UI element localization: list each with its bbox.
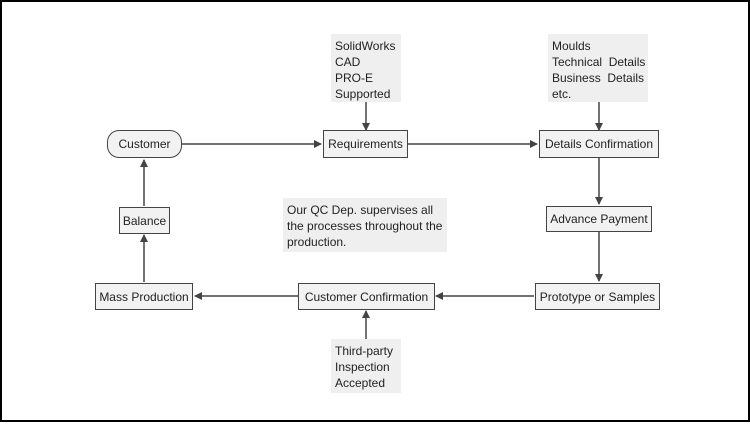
details-note-line: Technical Details: [552, 55, 646, 69]
node-mass-production: Mass Production: [95, 283, 193, 310]
inspection-note-line: Accepted: [335, 376, 386, 390]
qc-note-line: Our QC Dep. supervises all: [287, 203, 434, 217]
node-prototype-samples-label: Prototype or Samples: [539, 289, 656, 304]
node-advance-payment: Advance Payment: [546, 206, 652, 232]
node-requirements: Requirements: [323, 130, 408, 158]
details-note: Moulds Technical Details Business Detail…: [548, 34, 648, 102]
details-note-line: etc.: [552, 87, 572, 101]
software-note-line: SolidWorks: [335, 39, 396, 53]
node-advance-payment-label: Advance Payment: [550, 212, 648, 226]
inspection-note: Third-party Inspection Accepted: [331, 339, 401, 393]
details-note-line: Business Details: [552, 71, 645, 85]
node-requirements-label: Requirements: [328, 137, 403, 151]
node-mass-production-label: Mass Production: [99, 289, 189, 304]
node-balance-label: Balance: [122, 213, 167, 228]
node-customer: Customer: [107, 130, 182, 158]
node-details-confirmation-label: Details Confirmation: [544, 137, 654, 151]
qc-note: Our QC Dep. supervises all the processes…: [283, 198, 447, 252]
node-customer-confirmation-label: Customer Confirmation: [304, 289, 429, 304]
node-customer-confirmation: Customer Confirmation: [298, 283, 435, 310]
software-note: SolidWorks CAD PRO-E Supported: [331, 34, 401, 102]
qc-note-line: the processes throughout the: [287, 219, 443, 233]
node-balance: Balance: [119, 207, 170, 234]
software-note-line: Supported: [335, 87, 391, 101]
node-details-confirmation: Details Confirmation: [539, 130, 659, 158]
software-note-line: CAD: [335, 55, 361, 69]
node-customer-label: Customer: [118, 137, 171, 151]
software-note-line: PRO-E: [335, 71, 374, 85]
inspection-note-line: Third-party: [335, 344, 394, 358]
inspection-note-line: Inspection: [335, 360, 390, 374]
node-prototype-samples: Prototype or Samples: [535, 283, 660, 310]
qc-note-line: production.: [287, 235, 347, 249]
details-note-line: Moulds: [552, 39, 591, 53]
